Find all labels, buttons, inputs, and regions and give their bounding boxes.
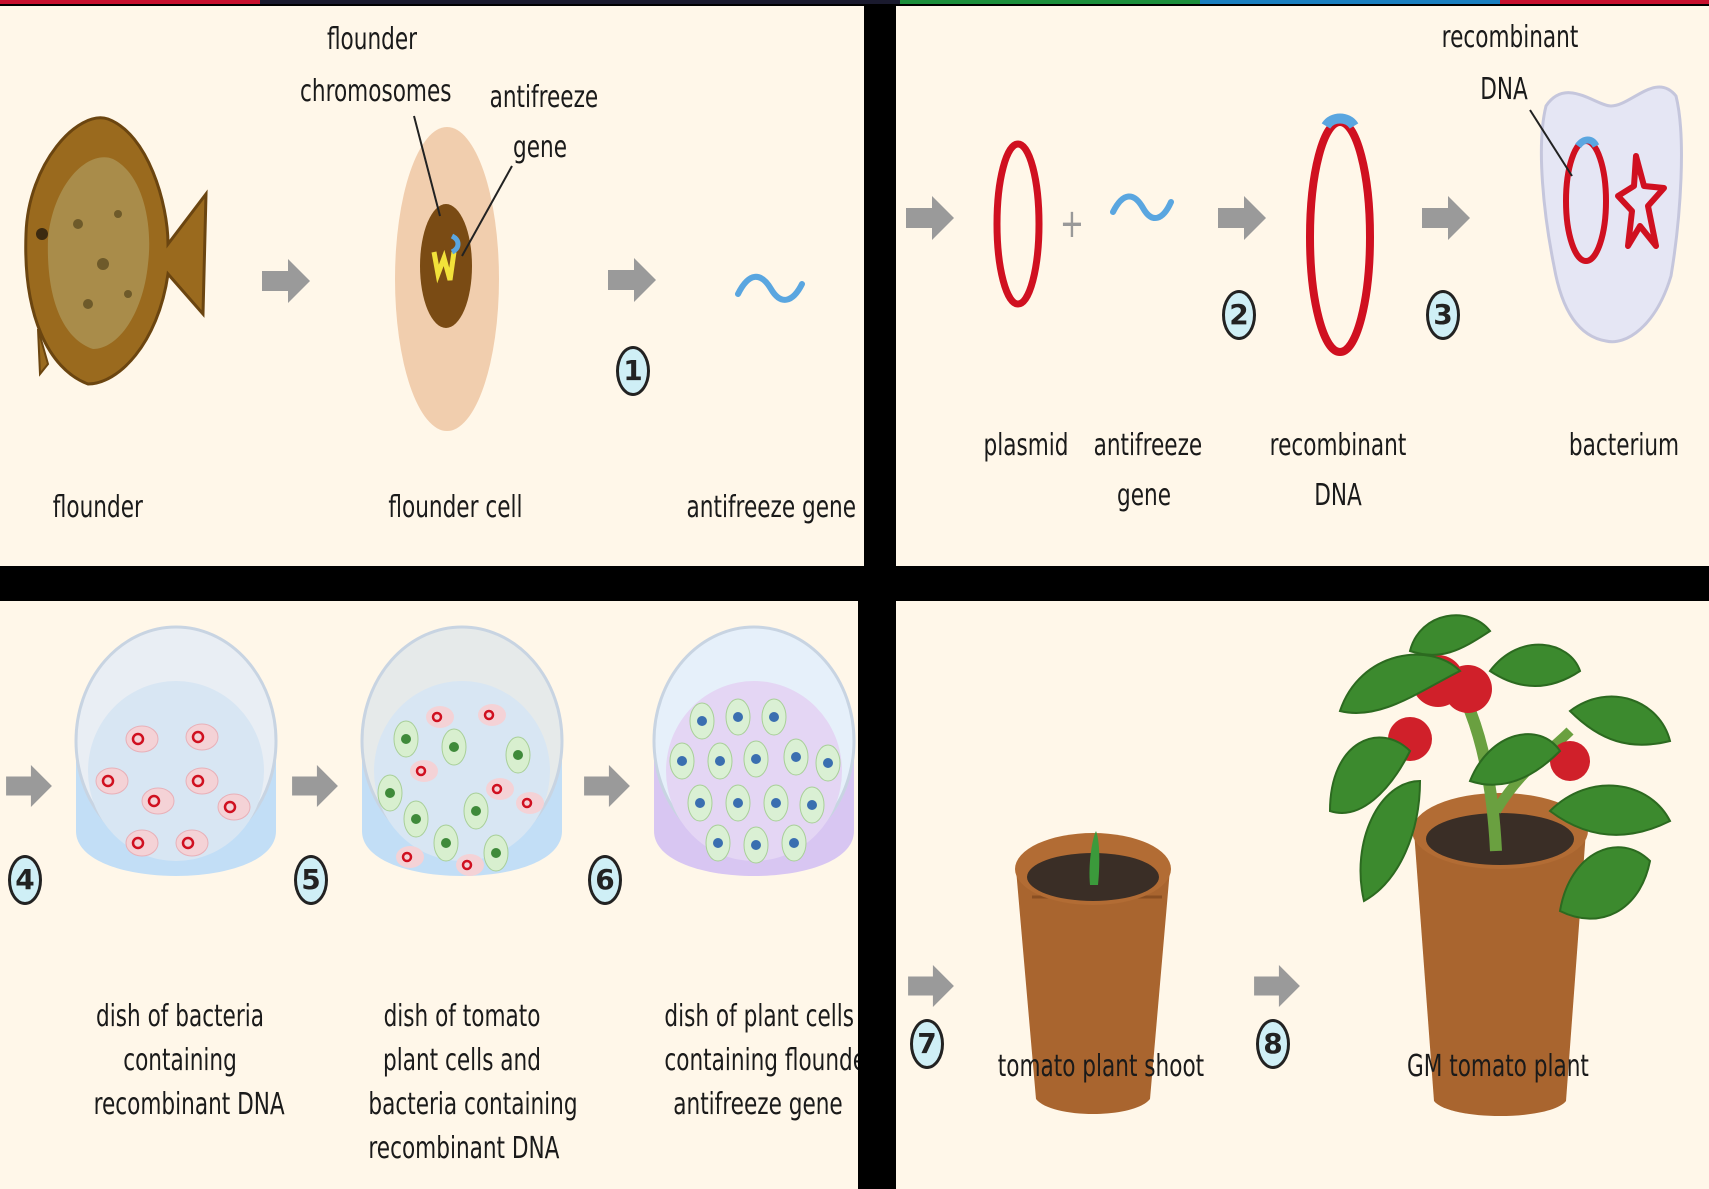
top-strip-red-right xyxy=(1500,0,1709,4)
dish-bacteria-image xyxy=(74,621,278,921)
dish-plant-cells-bacteria-image xyxy=(360,621,564,921)
arrow-into-gm-plant xyxy=(1252,965,1302,1007)
dish2-label: dish of tomato plant cells and bacteria … xyxy=(332,995,592,1171)
dish2-label-line1: dish of tomato xyxy=(368,995,555,1039)
step-badge-8: 8 xyxy=(1256,1019,1290,1069)
recombinant-dna-label-line2: DNA xyxy=(1309,474,1367,518)
arrow-cell-to-gene xyxy=(608,258,656,302)
panel-plasmid: + 2 3 recombinant DNA plasmid antifreeze… xyxy=(896,6,1709,566)
panel2-antifreeze-label-line1: antifreeze xyxy=(1094,424,1195,468)
dish3-label: dish of plant cells containing flounder … xyxy=(628,995,858,1127)
dish2-label-line4: recombinant DNA xyxy=(368,1127,555,1171)
bacterium-label: bacterium xyxy=(1566,424,1681,468)
dish-plant-cells-gene-image xyxy=(652,621,856,921)
antifreeze-gene-label: antifreeze gene xyxy=(687,486,834,530)
plasmid-label: plasmid xyxy=(976,424,1077,468)
dish1-label-line2: containing xyxy=(94,1039,267,1083)
panel-divider-notch xyxy=(858,1082,896,1189)
antifreeze-gene-icon xyxy=(735,272,805,306)
top-strip-red xyxy=(0,0,260,4)
top-strip-dark xyxy=(260,0,900,4)
recombinant-callout-line xyxy=(896,6,1709,566)
dish1-label-line3: recombinant DNA xyxy=(94,1083,267,1127)
arrow-into-dish2 xyxy=(292,765,338,807)
step-badge-5: 5 xyxy=(294,855,328,905)
dish2-label-line2: plant cells and xyxy=(368,1039,555,1083)
top-strip-blue xyxy=(1200,0,1500,4)
step-badge-1: 1 xyxy=(616,346,650,396)
dish3-label-line2: containing flounder xyxy=(664,1039,851,1083)
dish3-label-line1: dish of plant cells xyxy=(664,995,851,1039)
flounder-label: flounder xyxy=(53,486,139,530)
step-badge-4: 4 xyxy=(8,855,42,905)
panel-dishes: 4 5 6 xyxy=(0,601,858,1189)
dish3-label-line3: antifreeze gene xyxy=(664,1083,851,1127)
arrow-into-dish3 xyxy=(584,765,630,807)
step-badge-6: 6 xyxy=(588,855,622,905)
arrow-into-dish1 xyxy=(6,765,52,807)
dish2-label-line3: bacteria containing xyxy=(368,1083,555,1127)
arrow-into-shoot xyxy=(906,965,956,1007)
panel2-antifreeze-label-line2: gene xyxy=(1108,474,1180,518)
panel-flounder: flounder chromosomes antifreeze gene 1 f… xyxy=(0,6,864,566)
flounder-cell-label: flounder cell xyxy=(388,486,503,530)
recombinant-dna-label-line1: recombinant xyxy=(1266,424,1410,468)
dish1-label-line1: dish of bacteria xyxy=(94,995,267,1039)
panel-tomato: 7 8 tomato plant shoot GM tom xyxy=(896,601,1709,1189)
gm-tomato-label: GM tomato plant xyxy=(1407,1045,1587,1089)
tomato-shoot-label: tomato plant shoot xyxy=(998,1045,1192,1089)
top-strip-green xyxy=(900,0,1200,4)
dish1-label: dish of bacteria containing recombinant … xyxy=(60,995,300,1127)
step-badge-7: 7 xyxy=(910,1019,944,1069)
